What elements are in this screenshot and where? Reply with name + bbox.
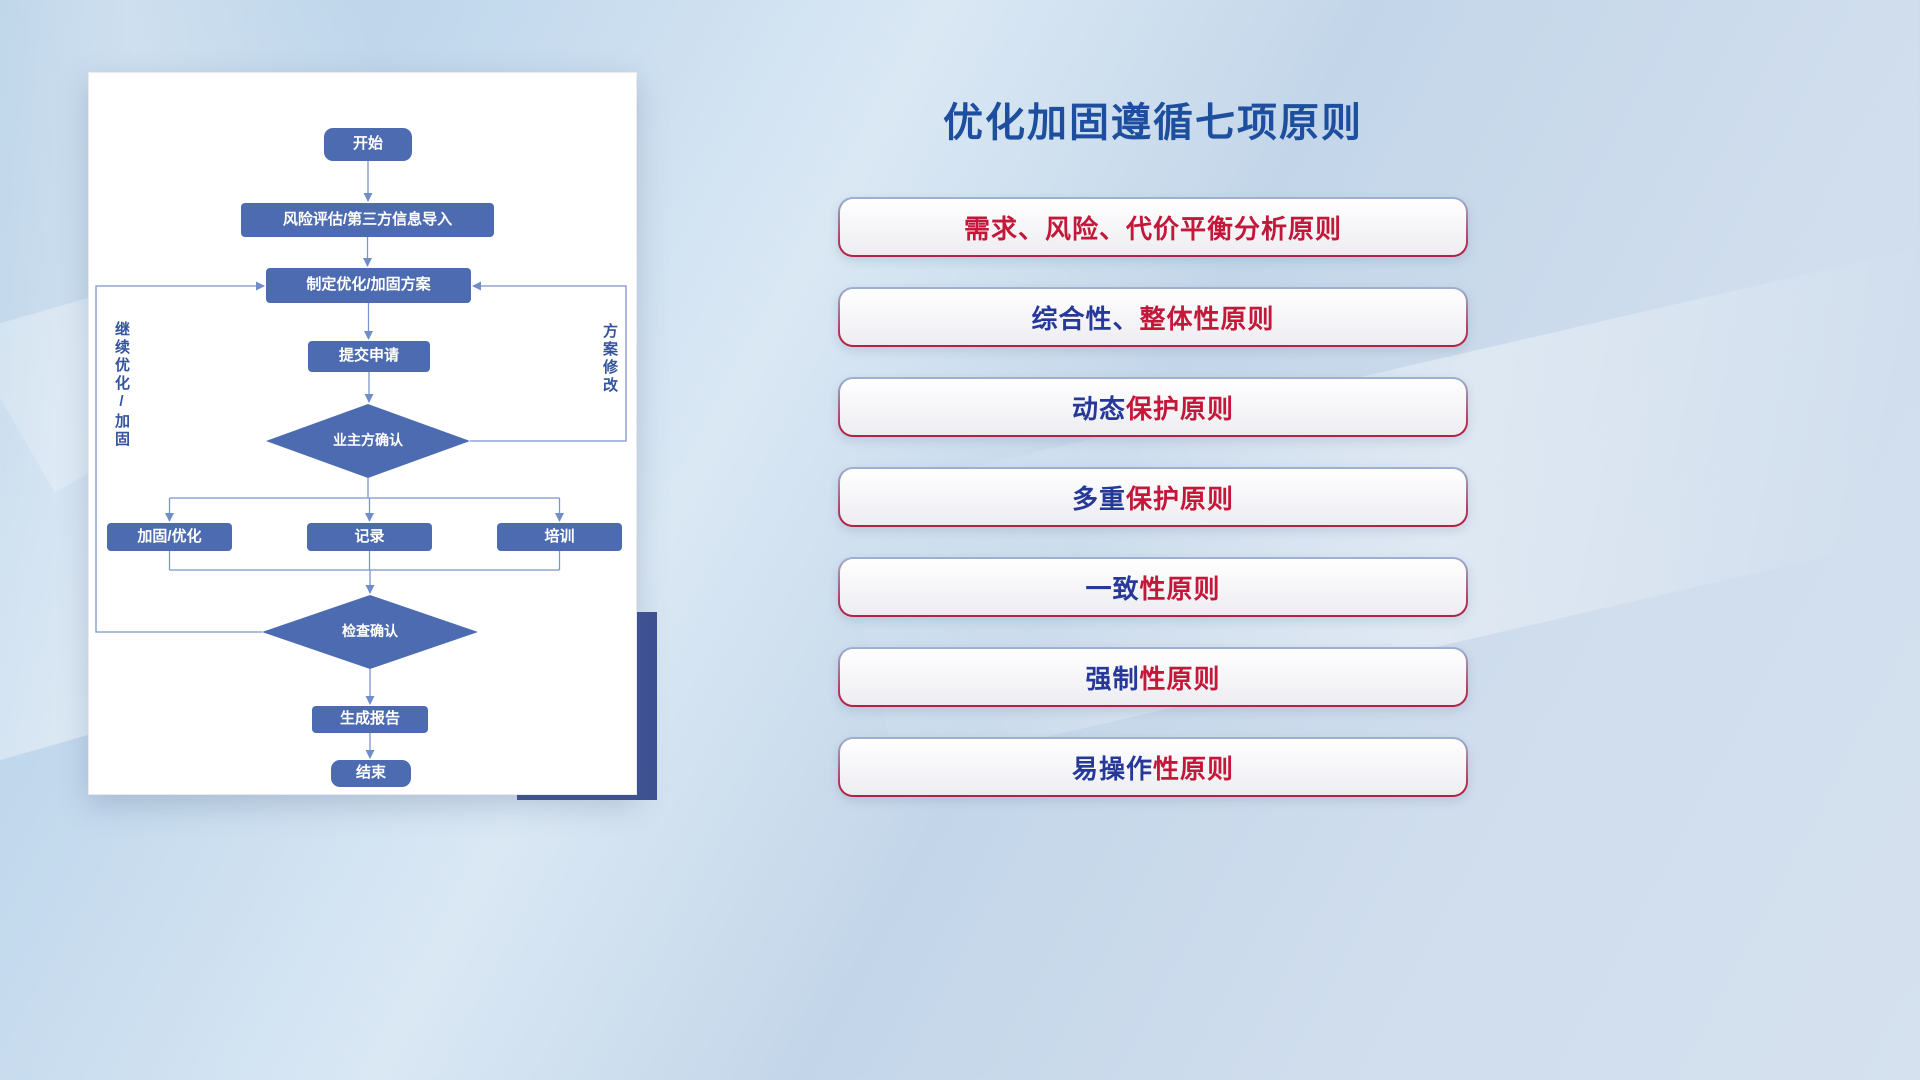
principle-label: 综合性、 整体性原则: [840, 289, 1466, 345]
principle-label: 易操作 性原则: [840, 739, 1466, 795]
page-title: 优化加固遵循七项原则: [943, 101, 1363, 145]
principles-list: 需求、风险、代价平衡分析原则 综合性、 整体性原则 动态 保护原则 多重 保护原…: [838, 197, 1468, 797]
principle-text-red: 性原则: [1153, 753, 1235, 784]
flow-node-risk-assessment: 风险评估/第三方信息导入: [241, 203, 494, 237]
principle-text-navy: 一致: [1085, 573, 1140, 604]
principle-label: 多重 保护原则: [840, 469, 1466, 525]
principle-label: 动态 保护原则: [840, 379, 1466, 435]
principle-card-3: 动态 保护原则: [838, 377, 1468, 437]
principle-text-red: 性原则: [1139, 573, 1221, 604]
flow-node-record: 记录: [307, 523, 432, 551]
principle-label: 需求、风险、代价平衡分析原则: [840, 199, 1466, 255]
principle-card-7: 易操作 性原则: [838, 737, 1468, 797]
principle-text-red: 需求、风险、代价平衡分析原则: [963, 213, 1342, 244]
principle-card-1: 需求、风险、代价平衡分析原则: [838, 197, 1468, 257]
principle-text-navy: 易操作: [1071, 753, 1153, 784]
flow-node-start: 开始: [324, 128, 412, 161]
flow-node-harden-optimize: 加固/优化: [107, 523, 232, 551]
flow-node-make-plan: 制定优化/加固方案: [266, 268, 471, 303]
principle-label: 强制 性原则: [840, 649, 1466, 705]
edge-label-plan-revise: 方案修改: [601, 323, 618, 395]
principle-text-navy: 综合性、: [1031, 303, 1140, 334]
flow-node-training: 培训: [497, 523, 622, 551]
principle-text-red: 保护原则: [1126, 483, 1235, 514]
edge-label-continue-optimize: 继续优化/加固: [113, 321, 130, 449]
flow-node-generate-report: 生成报告: [312, 706, 428, 733]
flowchart-card: 开始 风险评估/第三方信息导入 制定优化/加固方案 提交申请 业主方确认 加固/…: [88, 72, 637, 795]
flow-node-end: 结束: [331, 760, 411, 787]
principle-label: 一致 性原则: [840, 559, 1466, 615]
principle-card-2: 综合性、 整体性原则: [838, 287, 1468, 347]
principle-text-red: 整体性原则: [1139, 303, 1275, 334]
principle-card-4: 多重 保护原则: [838, 467, 1468, 527]
principle-text-red: 保护原则: [1126, 393, 1235, 424]
principle-text-red: 性原则: [1139, 663, 1221, 694]
principle-card-6: 强制 性原则: [838, 647, 1468, 707]
flow-node-submit-application: 提交申请: [308, 341, 430, 372]
principle-card-5: 一致 性原则: [838, 557, 1468, 617]
principle-text-navy: 强制: [1085, 663, 1140, 694]
principle-text-navy: 动态: [1071, 393, 1126, 424]
principle-text-navy: 多重: [1071, 483, 1126, 514]
